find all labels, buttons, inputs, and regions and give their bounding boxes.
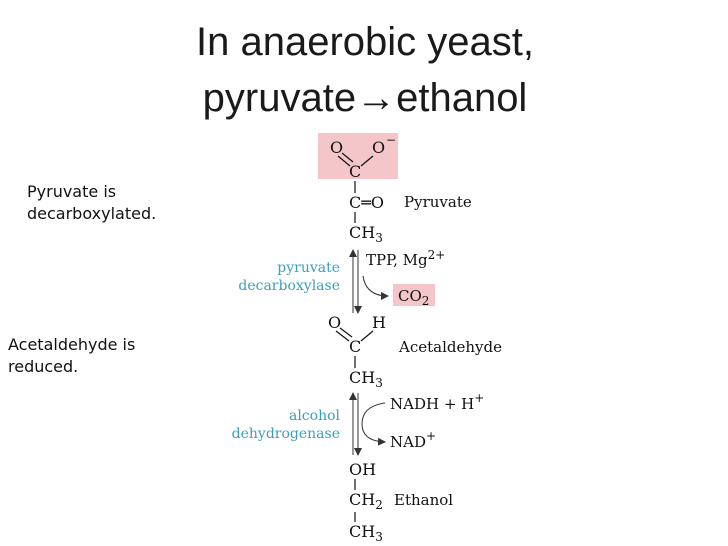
enzyme-alcohol-dehydrogenase-line-1: alcohol [289, 408, 341, 424]
acetaldehyde-note-line-1: Acetaldehyde is [8, 335, 136, 354]
ethanol-label: Ethanol [394, 491, 453, 509]
bond-aldehyde-double-1 [335, 330, 350, 342]
ethanol-hydroxyl: OH [349, 460, 376, 479]
ethanol-methylene: CH2 [349, 490, 383, 512]
co2-release-arrow [362, 275, 389, 300]
bond-aldehyde-c-h [360, 330, 374, 342]
pyruvate-oxygen-left: O [330, 138, 343, 157]
enzyme-pyruvate-decarboxylase-line-2: decarboxylase [238, 278, 340, 294]
nad-output: NAD+ [390, 429, 436, 451]
enzyme-alcohol-dehydrogenase-line-2: dehydrogenase [232, 426, 340, 442]
pyruvate-carbonyl: C═O [349, 193, 384, 212]
acetaldehyde-hydrogen: H [372, 313, 386, 332]
pyruvate-note-line-1: Pyruvate is [27, 182, 117, 201]
acetaldehyde-methyl: CH3 [349, 368, 383, 390]
nadh-input: NADH + H+ [390, 391, 484, 413]
acetaldehyde-oxygen: O [328, 313, 341, 332]
ethanol-methyl: CH3 [349, 522, 383, 544]
co2-product: CO2 [398, 287, 429, 308]
pyruvate-oxygen-right: O [372, 138, 385, 157]
acetaldehyde-carbon: C [349, 337, 361, 356]
acetaldehyde-note-line-2: reduced. [8, 357, 79, 376]
co2-highlight [393, 284, 435, 306]
pyruvate-label: Pyruvate [404, 193, 472, 211]
pyruvate-methyl: CH3 [349, 223, 383, 245]
pyruvate-note-line-2: decarboxylated. [27, 204, 157, 223]
bond-c-o-double-2 [341, 152, 354, 163]
acetaldehyde-label: Acetaldehyde [398, 338, 502, 356]
cofactor-tpp-mg: TPP, Mg2+ [366, 248, 445, 269]
pyruvate-carboxyl-carbon: C [349, 162, 361, 181]
slide-title-line-1: In anaerobic yeast, [196, 20, 534, 64]
acetaldehyde-note: Acetaldehyde is reduced. [8, 334, 135, 378]
bond-aldehyde-double-2 [339, 327, 353, 338]
bond-c-o-double-1 [337, 155, 351, 167]
slide-title-line-2: pyruvate→ethanol [202, 76, 528, 120]
bond-c-o-single [360, 155, 374, 167]
enzyme-pyruvate-decarboxylase-line-1: pyruvate [277, 260, 340, 276]
carboxylate-highlight [318, 133, 398, 179]
pyruvate-note: Pyruvate is decarboxylated. [27, 181, 156, 225]
nadh-oxidation-arrow [361, 402, 386, 446]
pyruvate-negative-charge: − [386, 133, 396, 147]
